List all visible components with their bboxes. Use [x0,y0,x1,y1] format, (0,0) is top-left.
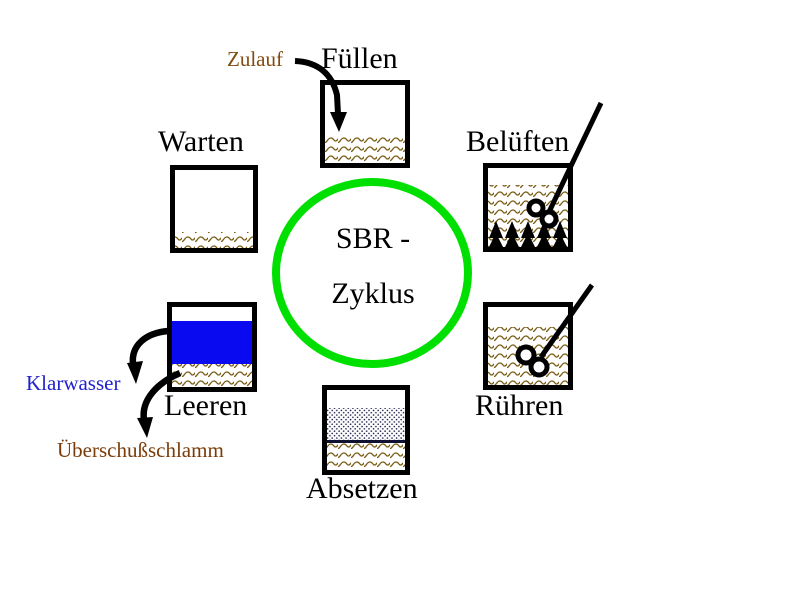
absetzen-layer-divider [327,440,405,443]
tank-beluften [483,101,604,252]
ruehren-tank-outline [483,302,573,390]
zulauf-arrowhead [330,112,347,132]
beluften-stirrer-icon [526,101,604,229]
stage-label-leeren: Leeren [164,389,248,422]
annotation-ueberschussschlamm: Überschußschlamm [57,438,224,462]
beluften-tank-outline [483,163,573,252]
leeren-tank-outline [167,302,257,392]
zulauf-arrow [294,58,347,132]
stage-label-beluften: Belüften [466,125,570,158]
aeration-arrows [489,221,567,247]
ruehren-stirrer-icon [515,283,595,378]
warten-tank-outline [170,165,258,253]
fuellen-tank-outline [320,80,410,168]
absetzen-tank-outline [322,385,410,475]
ueberschussschlamm-arrow [137,370,182,438]
fuellen-water-waves [325,137,405,163]
tank-leeren [167,302,257,392]
absetzen-settled-layer [327,408,405,440]
klarwasser-arrow [127,327,169,384]
leeren-clear-water-layer [172,321,252,364]
cycle-circle [272,178,472,368]
cycle-title-line2: Zyklus [331,277,415,310]
warten-water-waves [175,232,253,248]
stage-label-fuellen: Füllen [321,42,398,75]
tank-absetzen [322,385,410,475]
stage-label-warten: Warten [158,125,244,158]
stage-label-ruehren: Rühren [475,389,564,422]
leeren-sludge-waves [172,364,252,387]
absetzen-sludge-waves [327,443,405,470]
tank-warten [170,165,258,253]
annotation-zulauf: Zulauf [227,47,283,71]
cycle-title-line1: SBR - [335,222,411,255]
tank-ruehren [483,283,595,390]
ueberschussschlamm-arrowhead [137,417,153,438]
annotation-klarwasser: Klarwasser [26,371,121,395]
klarwasser-arrowhead [127,361,143,384]
stage-label-absetzen: Absetzen [306,472,418,505]
